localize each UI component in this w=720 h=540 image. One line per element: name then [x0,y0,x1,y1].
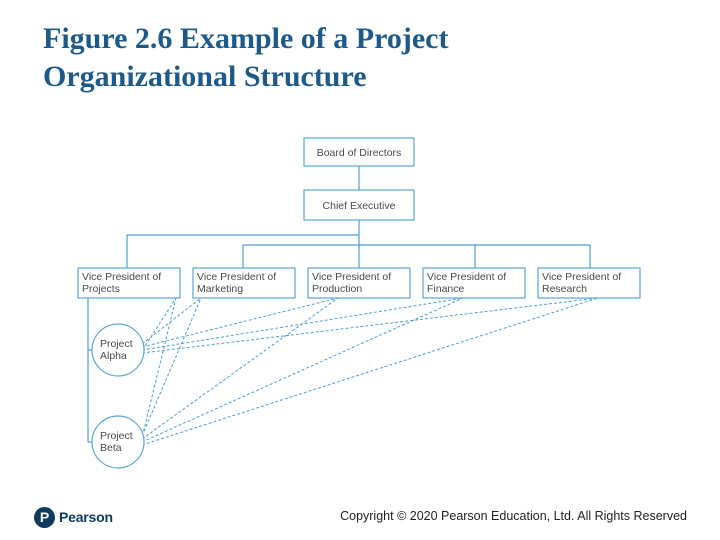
chief-executive-box-box [303,189,415,221]
project-2-dashed-link-4 [141,297,599,446]
chief-executive-box: Chief Executive [303,189,415,221]
vp-finance-box-box [422,267,526,299]
vp-production-box-box [307,267,411,299]
project-2-dashed-link-0 [139,297,177,447]
pearson-logo-icon: P [34,506,55,528]
vp-research-box-box [537,267,641,299]
project-1-dashed-link-4 [141,297,599,354]
project-beta-line-1: Project [100,430,133,442]
vp-research-box-line-1: Vice President of [542,271,621,283]
project-alpha-line-1: Project [100,338,133,350]
vp-projects-box-line-2: Projects [82,283,120,295]
vp-projects-box-box [77,267,181,299]
slide-title: Figure 2.6 Example of a Project Organiza… [43,20,683,96]
vp-production-box-line-1: Vice President of [312,271,391,283]
vp-marketing-box-box [192,267,296,299]
board-of-directors-box-box [303,137,415,167]
vp-marketing-box-line-1: Vice President of [197,271,276,283]
project-1-dashed-link-0 [139,297,177,355]
project-1-dashed-link-2 [141,297,339,348]
chief-executive-box-line-1: Chief Executive [323,200,396,212]
project-2-dashed-link-1 [141,297,202,437]
board-of-directors-box-line-1: Board of Directors [317,147,402,159]
project-beta-line-2: Beta [100,442,122,454]
vp-production-box-line-2: Production [312,283,362,295]
pearson-logo: P Pearson [34,505,113,529]
copyright-notice: Copyright © 2020 Pearson Education, Ltd.… [340,509,687,523]
vp-marketing-box-line-2: Marketing [197,283,243,295]
slide-title-line-1: Figure 2.6 Example of a Project [43,22,449,55]
pearson-logo-text: Pearson [59,509,113,525]
project-alpha-line-2: Alpha [100,350,127,362]
slide-title-line-2: Organizational Structure [43,60,367,93]
vp-finance-box-line-2: Finance [427,283,465,295]
org-chart-lines [87,166,591,443]
project-2-dashed-link-3 [141,297,464,443]
project-alpha-circle [91,323,145,377]
project-2-dashed-link-2 [141,297,339,440]
vp-finance-box-line-1: Vice President of [427,271,506,283]
board-of-directors-box: Board of Directors [303,137,415,167]
project-beta-circle [91,415,145,469]
project-links [139,297,599,447]
vp-research-box-line-2: Research [542,283,587,295]
vp-projects-box-line-1: Vice President of [82,271,161,283]
